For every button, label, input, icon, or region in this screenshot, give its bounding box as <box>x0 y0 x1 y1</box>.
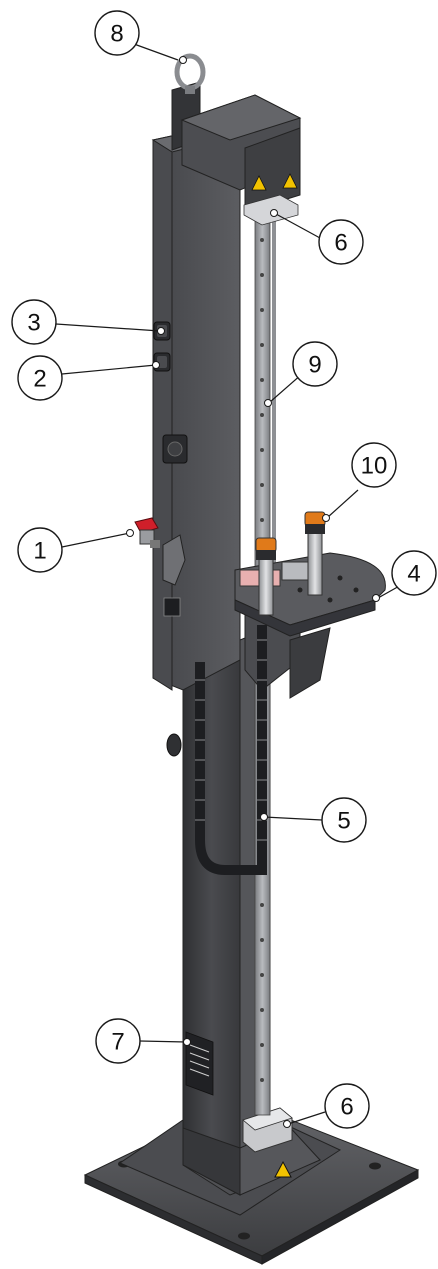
warning-triangle-icon <box>282 173 298 189</box>
shutoff-valve <box>134 517 160 548</box>
leader-8 <box>133 43 179 61</box>
leader-7 <box>139 1040 187 1043</box>
leader-dot <box>157 327 165 335</box>
svg-text:3: 3 <box>27 310 40 337</box>
leader-dot <box>322 514 330 522</box>
leader-2 <box>61 364 157 375</box>
leader-5 <box>263 816 323 821</box>
leader-dot <box>152 361 160 369</box>
callout-6-upper: 6 <box>318 219 364 265</box>
callout-6-lower: 6 <box>324 1083 370 1129</box>
callout-2: 2 <box>17 355 63 401</box>
leader-1 <box>61 532 131 548</box>
leader-dot <box>183 1038 191 1046</box>
svg-text:2: 2 <box>33 366 46 393</box>
label-plate <box>163 597 181 617</box>
svg-text:5: 5 <box>337 808 350 835</box>
leader-dot <box>270 209 278 217</box>
callout-10: 10 <box>351 442 397 488</box>
warning-triangle-lower-icon <box>274 1160 292 1178</box>
callout-4: 4 <box>391 550 437 596</box>
top-block <box>171 81 302 213</box>
leader-3 <box>55 323 161 332</box>
connector-socket <box>162 434 188 464</box>
svg-text:9: 9 <box>308 352 321 379</box>
warning-triangle-icon <box>251 175 267 191</box>
leader-dot <box>179 56 187 64</box>
leader-dot <box>126 529 134 537</box>
callout-1: 1 <box>17 527 63 573</box>
guide-rod-right <box>304 511 326 596</box>
svg-text:6: 6 <box>340 1094 353 1121</box>
side-knob <box>166 733 182 757</box>
energy-chain <box>195 625 267 875</box>
energy-chain-links <box>195 639 267 841</box>
leader-dot <box>283 1120 291 1128</box>
svg-text:7: 7 <box>111 1029 124 1056</box>
svg-text:1: 1 <box>33 538 46 565</box>
guide-rod-left <box>255 537 277 616</box>
leader-10 <box>327 489 359 518</box>
leader-9 <box>269 373 303 403</box>
callout-9: 9 <box>292 341 338 387</box>
svg-text:4: 4 <box>407 561 420 588</box>
lower-end-stop <box>242 1107 293 1153</box>
type-plate <box>185 1031 214 1096</box>
svg-text:6: 6 <box>334 230 347 257</box>
leader-6-lower <box>287 1111 326 1125</box>
callout-7: 7 <box>95 1018 141 1064</box>
handle-recess <box>162 534 186 586</box>
svg-text:10: 10 <box>361 453 388 480</box>
leader-6-upper <box>275 213 321 239</box>
upper-end-stop <box>243 194 299 226</box>
svg-text:8: 8 <box>110 21 123 48</box>
callout-5: 5 <box>321 797 367 843</box>
eye-bolt <box>174 53 206 94</box>
callout-8: 8 <box>94 10 140 56</box>
callout-3: 3 <box>11 299 57 345</box>
leader-dot <box>264 399 272 407</box>
leader-dot <box>260 813 268 821</box>
leader-dot <box>372 594 380 602</box>
